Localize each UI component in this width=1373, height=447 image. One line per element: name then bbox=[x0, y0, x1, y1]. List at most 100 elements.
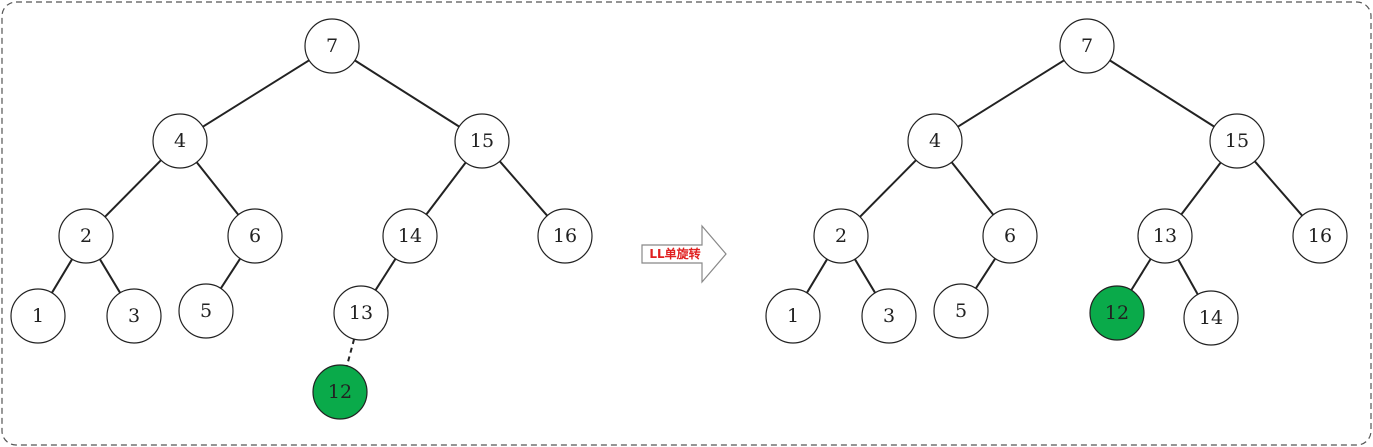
node-label: 15 bbox=[1225, 130, 1249, 152]
tree-node: 13 bbox=[333, 285, 389, 341]
tree-edge bbox=[345, 338, 356, 367]
tree-edge bbox=[950, 161, 995, 216]
node-label: 3 bbox=[883, 305, 895, 327]
node-label: 6 bbox=[1004, 225, 1016, 247]
node-label: 14 bbox=[398, 225, 422, 247]
tree-edge bbox=[1130, 258, 1152, 291]
tree-edge bbox=[1109, 59, 1215, 128]
tree-edge bbox=[51, 258, 73, 294]
tree-edge bbox=[104, 159, 162, 218]
node-circle bbox=[537, 208, 593, 264]
node-circle bbox=[813, 208, 869, 264]
highlighted-node-circle bbox=[312, 364, 368, 420]
tree-edge bbox=[957, 59, 1065, 128]
node-circle bbox=[333, 285, 389, 341]
node-circle bbox=[227, 208, 283, 264]
tree-node: 14 bbox=[1183, 290, 1239, 346]
highlighted-node-circle bbox=[1089, 285, 1145, 341]
node-circle bbox=[178, 283, 234, 339]
tree-node: 4 bbox=[907, 113, 963, 169]
tree-node: 7 bbox=[1059, 18, 1115, 74]
node-label: 12 bbox=[1105, 302, 1129, 324]
tree-node: 15 bbox=[454, 113, 510, 169]
node-circle bbox=[304, 18, 360, 74]
tree-edge bbox=[1254, 160, 1303, 217]
node-circle bbox=[1059, 18, 1115, 74]
node-label: 4 bbox=[929, 130, 941, 152]
tree-node: 7 bbox=[304, 18, 360, 74]
node-circle bbox=[1137, 208, 1193, 264]
tree-edge bbox=[202, 59, 310, 128]
node-label: 13 bbox=[1153, 225, 1177, 247]
tree-edge bbox=[854, 258, 876, 294]
node-circle bbox=[982, 208, 1038, 264]
tree-node: 5 bbox=[933, 283, 989, 339]
node-circle bbox=[907, 113, 963, 169]
rotation-label: LL单旋转 bbox=[649, 246, 700, 261]
node-label: 2 bbox=[835, 225, 847, 247]
tree-edge bbox=[1177, 259, 1199, 295]
tree-node: 13 bbox=[1137, 208, 1193, 264]
tree-edge bbox=[1180, 161, 1222, 216]
tree-edge bbox=[219, 258, 242, 289]
tree-node: 15 bbox=[1209, 113, 1265, 169]
rotation-arrow: LL单旋转 bbox=[641, 224, 727, 284]
tree-node: 5 bbox=[178, 283, 234, 339]
node-circle bbox=[106, 288, 162, 344]
node-circle bbox=[861, 288, 917, 344]
tree-edge bbox=[99, 258, 121, 294]
node-label: 15 bbox=[470, 130, 494, 152]
node-label: 4 bbox=[174, 130, 186, 152]
tree-edge bbox=[374, 258, 397, 291]
tree-edge bbox=[354, 59, 460, 128]
tree-node: 14 bbox=[382, 208, 438, 264]
tree-node: 6 bbox=[227, 208, 283, 264]
node-label: 2 bbox=[80, 225, 92, 247]
node-label: 3 bbox=[128, 305, 140, 327]
node-label: 14 bbox=[1199, 307, 1223, 329]
tree-node: 2 bbox=[58, 208, 114, 264]
node-label: 5 bbox=[200, 300, 212, 322]
node-circle bbox=[933, 283, 989, 339]
node-circle bbox=[454, 113, 510, 169]
tree-node: 12 bbox=[312, 364, 368, 420]
node-circle bbox=[1209, 113, 1265, 169]
node-label: 12 bbox=[328, 381, 352, 403]
tree-node: 6 bbox=[982, 208, 1038, 264]
tree-edge bbox=[195, 161, 240, 216]
node-label: 16 bbox=[553, 225, 577, 247]
arrow-right-icon bbox=[641, 224, 727, 284]
node-circle bbox=[765, 288, 821, 344]
tree-node: 4 bbox=[152, 113, 208, 169]
node-label: 6 bbox=[249, 225, 261, 247]
node-label: 5 bbox=[955, 300, 967, 322]
node-label: 16 bbox=[1308, 225, 1332, 247]
node-label: 13 bbox=[349, 302, 373, 324]
node-label: 1 bbox=[787, 305, 799, 327]
tree-node: 16 bbox=[537, 208, 593, 264]
tree-edge bbox=[499, 160, 548, 217]
tree-node: 1 bbox=[10, 288, 66, 344]
node-label: 7 bbox=[1081, 35, 1093, 57]
node-circle bbox=[1183, 290, 1239, 346]
tree-node: 3 bbox=[106, 288, 162, 344]
tree-node: 1 bbox=[765, 288, 821, 344]
node-label: 7 bbox=[326, 35, 338, 57]
tree-edge bbox=[974, 258, 997, 289]
node-circle bbox=[10, 288, 66, 344]
node-circle bbox=[58, 208, 114, 264]
tree-node: 3 bbox=[861, 288, 917, 344]
node-circle bbox=[382, 208, 438, 264]
node-label: 1 bbox=[32, 305, 44, 327]
node-circle bbox=[152, 113, 208, 169]
tree-node: 12 bbox=[1089, 285, 1145, 341]
tree-node: 16 bbox=[1292, 208, 1348, 264]
tree-node: 2 bbox=[813, 208, 869, 264]
tree-edge bbox=[806, 258, 828, 294]
tree-edge bbox=[425, 161, 467, 216]
tree-edge bbox=[859, 159, 917, 218]
